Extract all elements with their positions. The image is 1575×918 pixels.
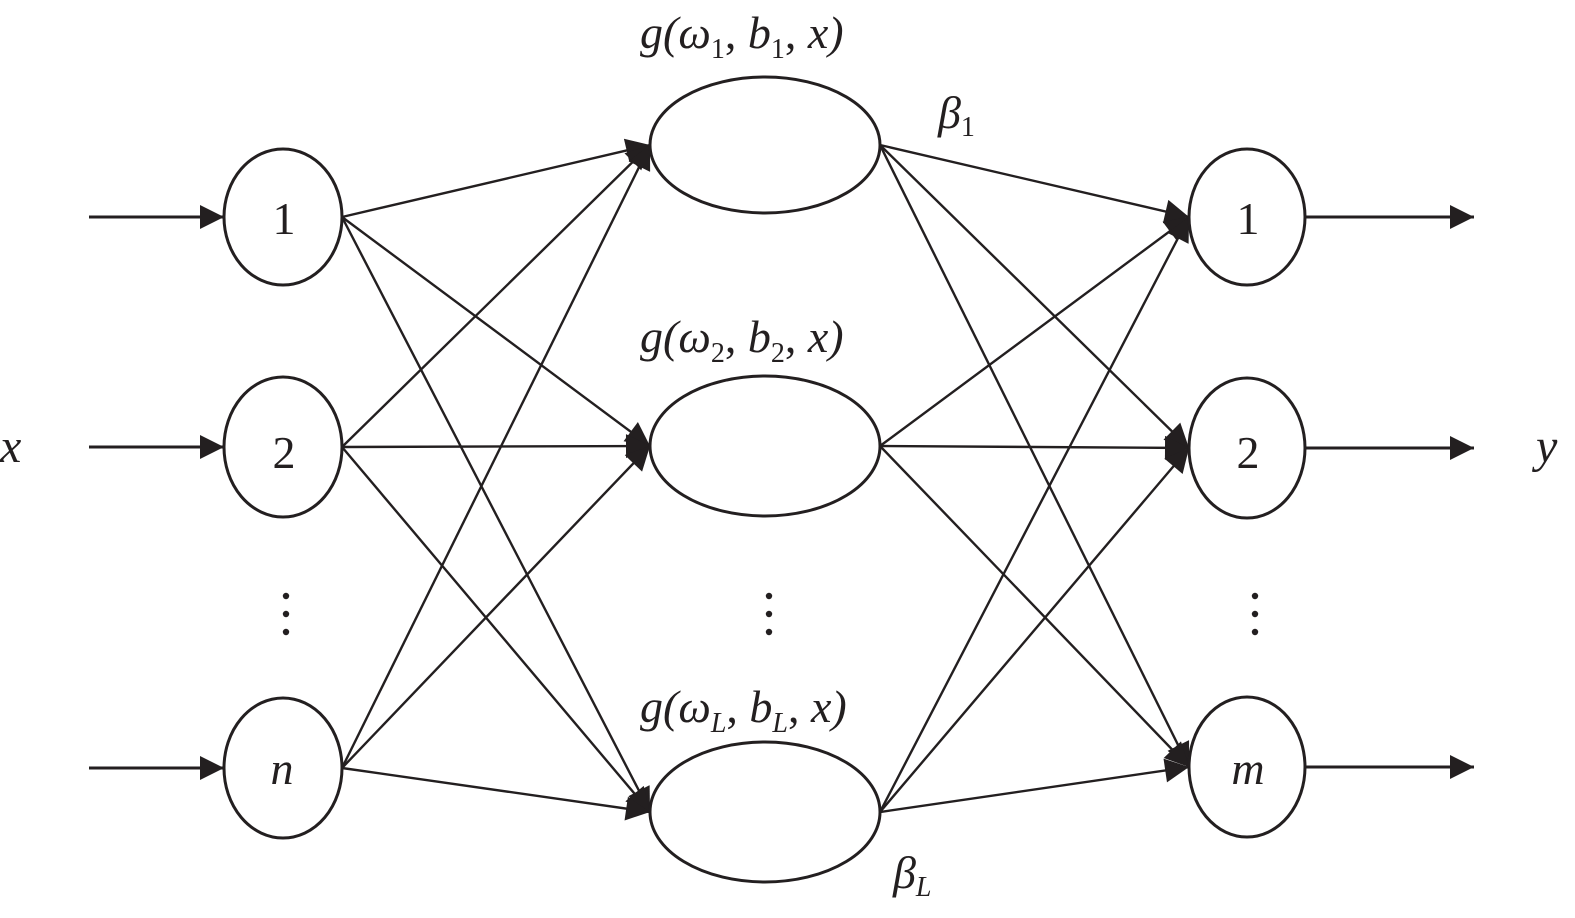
- edge-input-3-to-hidden-1: [340, 144, 652, 769]
- nodes: [222, 75, 1307, 884]
- edge-input-3-to-hidden-3: [341, 766, 651, 821]
- input-node-n-label: n: [271, 743, 294, 794]
- edge-input-1-to-hidden-3: [340, 216, 652, 813]
- fn-g: g(: [640, 7, 681, 58]
- omega-sub: 1: [711, 34, 725, 65]
- output-node-1-label: 1: [1237, 193, 1260, 244]
- omega: ω: [678, 681, 710, 732]
- fn-g: g(: [640, 681, 681, 732]
- edge-input-2-to-hidden-1: [341, 144, 651, 448]
- input-label-x: x: [0, 420, 21, 473]
- hidden-node-L-label: g(ωL, bL, x): [640, 681, 847, 739]
- svg-text:g(ω1, b1, x): g(ω1, b1, x): [640, 7, 844, 65]
- omega: ω: [678, 7, 710, 58]
- input-ellipsis: [282, 592, 290, 636]
- fn-g: g(: [640, 311, 681, 362]
- bias: b: [749, 681, 772, 732]
- input-node-1: [222, 147, 344, 287]
- edge-hidden-3-to-output-2: [879, 447, 1190, 813]
- hidden-node-1: [648, 75, 882, 215]
- arg-x: x): [807, 311, 844, 362]
- input-node-2: [222, 375, 344, 519]
- beta-symbol: β: [892, 847, 916, 898]
- bias-sub: 1: [771, 34, 785, 65]
- omega-sub: L: [710, 708, 727, 739]
- input-node-1-label: 1: [273, 193, 296, 244]
- beta-1-label: β1: [937, 87, 975, 143]
- output-node-1: [1187, 147, 1307, 287]
- hidden-node-3: [648, 740, 882, 884]
- omega: ω: [678, 311, 710, 362]
- bias-sub: L: [771, 708, 788, 739]
- edge-hidden-2-to-output-3: [879, 445, 1190, 768]
- edge-hidden-1-to-output-1: [879, 143, 1190, 224]
- edge-input-1-to-hidden-1: [341, 138, 651, 219]
- io-arrows: [89, 205, 1474, 780]
- arg-x: x): [810, 681, 847, 732]
- connections: [340, 138, 1191, 821]
- arg-x: x): [807, 7, 844, 58]
- edge-hidden-1-to-output-2: [879, 144, 1190, 449]
- bias-sub: 2: [771, 338, 785, 369]
- output-node-2: [1187, 376, 1307, 520]
- svg-text:g(ω2, b2, x): g(ω2, b2, x): [640, 311, 844, 369]
- beta-symbol: β: [937, 87, 961, 138]
- omega-sub: 2: [711, 338, 725, 369]
- beta-sub: L: [915, 872, 932, 903]
- edge-hidden-2-to-output-2: [879, 435, 1190, 460]
- beta-sub: 1: [961, 112, 975, 143]
- edge-hidden-2-to-output-1: [879, 216, 1190, 447]
- bias: b: [748, 311, 771, 362]
- output-label-y: y: [1531, 420, 1558, 473]
- output-node-2-label: 2: [1237, 427, 1260, 478]
- output-node-3: [1187, 695, 1307, 839]
- edge-input-1-to-hidden-2: [341, 216, 651, 447]
- output-ellipsis: [1251, 592, 1259, 636]
- hidden-node-2: [648, 374, 882, 518]
- svg-text:g(ωL, bL, x): g(ωL, bL, x): [640, 681, 847, 739]
- beta-L-label: βL: [892, 847, 932, 903]
- input-node-2-label: 2: [273, 427, 296, 478]
- hidden-node-1-label: g(ω1, b1, x): [640, 7, 844, 65]
- bias: b: [748, 7, 771, 58]
- edge-hidden-3-to-output-3: [879, 758, 1190, 814]
- input-node-3: [222, 696, 344, 840]
- edge-input-3-to-hidden-2: [341, 445, 651, 769]
- edge-hidden-3-to-output-1: [878, 216, 1191, 813]
- output-node-m-label: m: [1231, 743, 1264, 794]
- edge-hidden-1-to-output-3: [878, 144, 1191, 768]
- edge-input-2-to-hidden-2: [341, 434, 651, 459]
- edge-input-2-to-hidden-3: [341, 446, 651, 813]
- hidden-node-2-label: g(ω2, b2, x): [640, 311, 844, 369]
- hidden-ellipsis: [765, 592, 773, 636]
